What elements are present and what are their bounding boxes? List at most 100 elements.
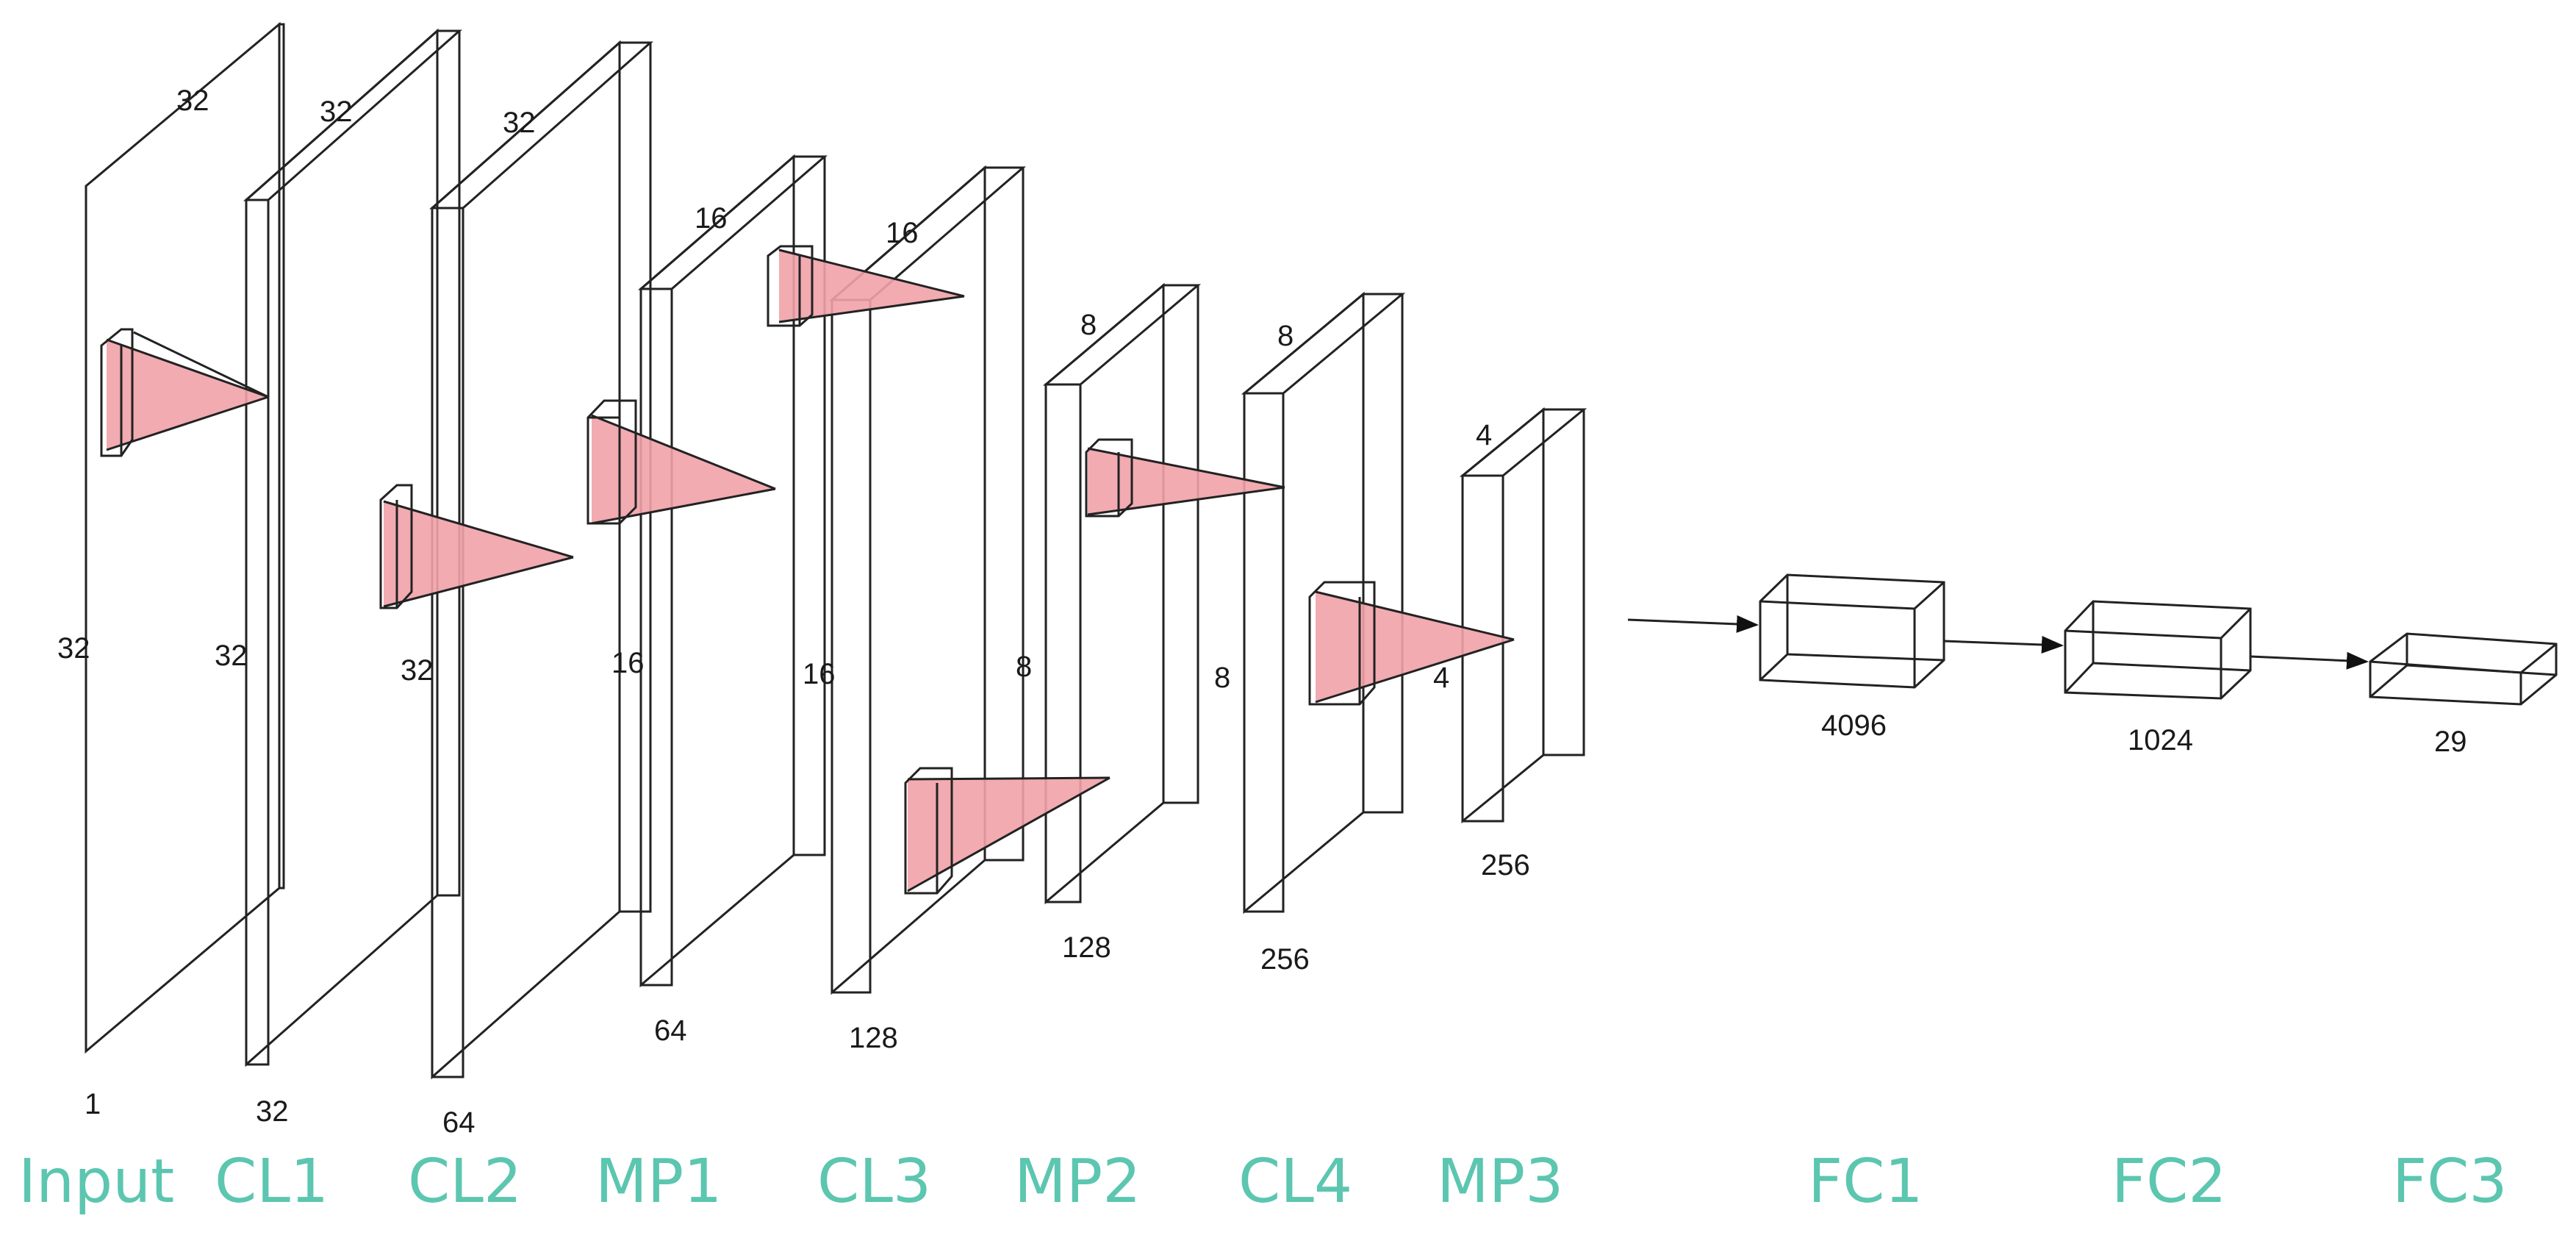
- kernel-mp1-to-cl3: [767, 245, 965, 327]
- fc-box-hidden-edge: [2092, 662, 2251, 672]
- cone-edge: [106, 338, 269, 398]
- dim-depth: 256: [1260, 943, 1310, 976]
- dim-height: 4: [1433, 662, 1449, 694]
- dim-width: 32: [503, 107, 536, 139]
- stage-label-fc3: FC3: [2392, 1147, 2508, 1217]
- dim-units: 4096: [1821, 709, 1887, 742]
- dim-width: 16: [695, 202, 728, 235]
- fc-box-hidden-edge: [1787, 653, 1945, 662]
- dim-height: 32: [401, 654, 434, 687]
- kernel-cube: [904, 767, 953, 895]
- layer-fc1: 4096: [1759, 573, 1945, 742]
- slab-top: [1459, 408, 1587, 477]
- dim-depth: 1: [85, 1088, 101, 1120]
- layer-cl2: 32 32 64: [401, 40, 653, 1139]
- cone-edge: [1315, 638, 1515, 704]
- receptive-cone: [1088, 448, 1285, 515]
- slab-side: [436, 29, 461, 897]
- layer-mp1: 16 16 64: [611, 154, 828, 1047]
- slab-face: [85, 21, 281, 1054]
- slab-front-edge: [830, 298, 872, 994]
- dim-depth: 64: [654, 1014, 687, 1047]
- dim-depth: 32: [256, 1095, 289, 1128]
- layer-input: 32 32 1: [57, 21, 285, 1120]
- dim-height: 8: [1016, 651, 1032, 683]
- cone-edge: [383, 500, 574, 559]
- slab-top: [429, 41, 653, 210]
- cone-edge: [907, 776, 1111, 892]
- cone-edge: [778, 248, 965, 298]
- slab-side: [983, 166, 1025, 862]
- fc-box-hidden-edge: [2406, 664, 2557, 676]
- cone-edge: [1087, 486, 1285, 516]
- cone-edge: [591, 487, 776, 525]
- slab-side: [1542, 408, 1585, 756]
- arrow: [1943, 635, 2064, 654]
- cone-edge: [1315, 590, 1515, 641]
- kernel-cube: [1308, 581, 1376, 706]
- dim-width: 16: [886, 217, 919, 249]
- stage-label-cl3: CL3: [817, 1147, 931, 1217]
- dim-height: 32: [57, 632, 90, 665]
- slab-front-edge: [1243, 392, 1285, 913]
- kernel-cube: [379, 484, 413, 609]
- cone-edge: [907, 776, 1111, 781]
- dim-units: 29: [2434, 726, 2467, 758]
- arrow-mp3-to-fc1: [1627, 615, 1759, 633]
- kernel-cube: [1085, 438, 1133, 518]
- kernel-cl3-to-mp2: [904, 767, 1111, 895]
- slab-front-edge: [245, 198, 270, 1066]
- slab-face: [1044, 282, 1165, 905]
- dim-depth: 64: [442, 1106, 476, 1139]
- layer-mp2: 8 8 128: [1016, 282, 1202, 964]
- fc-box-hidden-edge: [2369, 634, 2408, 698]
- dim-depth: 128: [1062, 931, 1111, 964]
- dim-width: 8: [1080, 309, 1097, 341]
- slab-top: [243, 29, 462, 201]
- dim-height: 16: [611, 647, 645, 679]
- slab-front-edge: [639, 287, 673, 987]
- cone-edge: [591, 414, 776, 490]
- slab-front-edge: [1044, 383, 1082, 903]
- stage-label-cl1: CL1: [215, 1147, 329, 1217]
- cone-edge: [133, 331, 269, 398]
- layer-cl1: 32 32 32: [215, 28, 462, 1128]
- kernel-cube: [586, 399, 637, 525]
- dim-width: 4: [1476, 419, 1492, 451]
- cone-edge: [383, 556, 574, 608]
- kernel-cl4-to-mp3: [1308, 581, 1515, 706]
- receptive-cone: [779, 250, 964, 322]
- arrow-fc1-to-fc2: [1943, 635, 2064, 654]
- dim-depth: 256: [1481, 849, 1530, 881]
- receptive-cone: [1316, 592, 1514, 702]
- dim-width: 32: [320, 96, 353, 128]
- layer-mp3: 4 4 256: [1433, 407, 1587, 881]
- slab-top: [637, 155, 828, 290]
- dim-height: 32: [215, 640, 248, 672]
- arrow: [2250, 651, 2369, 670]
- kernel-cl2-to-mp1: [586, 399, 776, 525]
- slab-face: [639, 154, 795, 988]
- dim-depth: 128: [849, 1022, 898, 1054]
- stage-label-mp3: MP3: [1437, 1147, 1563, 1217]
- dim-height: 8: [1214, 662, 1230, 694]
- dim-width: 8: [1277, 320, 1294, 352]
- kernel-cube: [767, 245, 814, 327]
- cone-edge: [1087, 447, 1285, 489]
- stage-label-mp1: MP1: [595, 1147, 722, 1217]
- stage-label-cl2: CL2: [408, 1147, 522, 1217]
- arrow-fc2-to-fc3: [2250, 651, 2369, 670]
- slab-side: [1362, 293, 1404, 814]
- dim-units: 1024: [2128, 724, 2193, 756]
- slab-top: [1241, 293, 1406, 395]
- fc-box-hidden-edge: [1759, 575, 1789, 681]
- kernel-cube: [100, 328, 134, 457]
- kernel-cl1-to-cl2: [379, 484, 574, 609]
- cone-edge: [106, 396, 269, 451]
- slab-side: [278, 23, 285, 890]
- layer-fc3: 29: [2369, 632, 2558, 758]
- kernel-input-to-cl1: [100, 328, 269, 457]
- stage-label-fc1: FC1: [1808, 1147, 1923, 1217]
- receptive-cone: [107, 340, 268, 450]
